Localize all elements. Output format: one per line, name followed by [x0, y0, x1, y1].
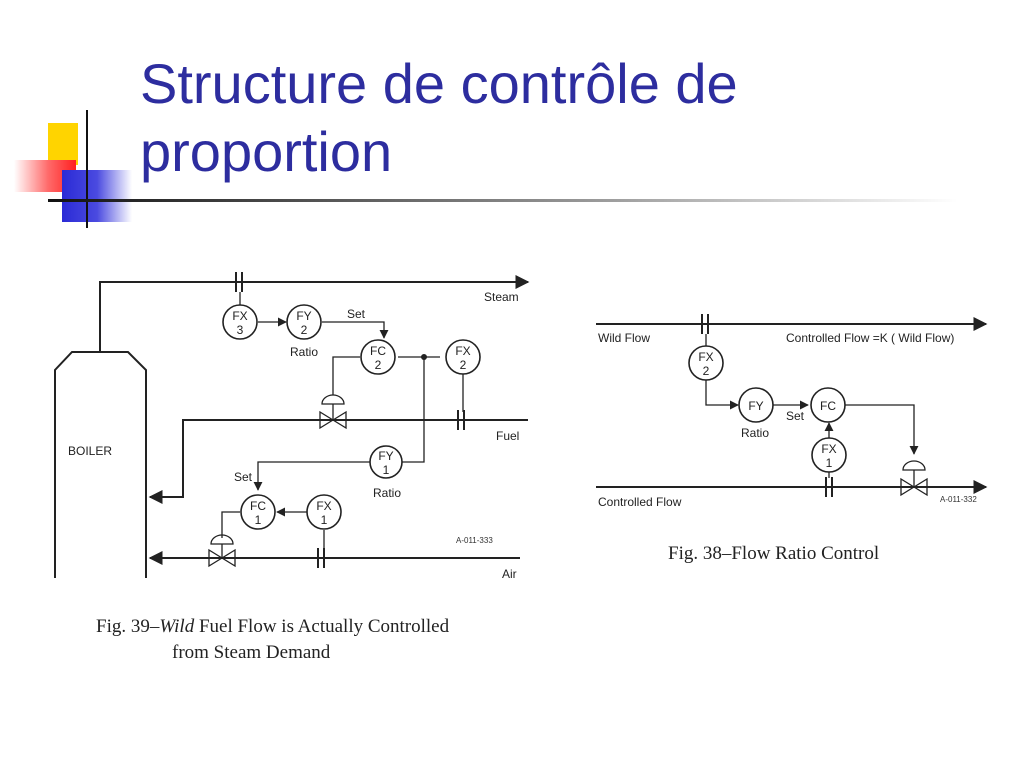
fc2-to-fuel-valve-line [332, 356, 360, 395]
slide-title-line-1: Structure de contrôle de [140, 52, 738, 115]
fx2-38-number: 2 [703, 364, 710, 378]
decor-blue-square [62, 170, 132, 222]
fx1-number: 1 [321, 513, 328, 527]
fc-instrument-38: FC [810, 387, 846, 423]
ratio-label-1: Ratio [290, 345, 318, 359]
fx3-instrument: FX 3 [222, 304, 258, 340]
fx2-instrument-38: FX 2 [688, 345, 724, 381]
fx1-instrument: FX 1 [306, 494, 342, 530]
fx2-number: 2 [460, 358, 467, 372]
fy-38-tag: FY [748, 399, 763, 413]
fy1-instrument: FY 1 [369, 445, 403, 479]
fy2-number: 2 [301, 323, 308, 337]
slide-title: Structure de contrôle de proportion [140, 50, 940, 186]
fy2-to-fc2-line [322, 321, 389, 339]
fx2-tag: FX [455, 344, 470, 358]
fuel-line [148, 419, 528, 504]
fig39-caption-rest: Fuel Flow is Actually Controlled [194, 616, 449, 637]
fx1-instrument-38: FX 1 [811, 437, 847, 473]
fig38-ref-code: A-011-332 [940, 495, 977, 504]
controlled-flow-k-label: Controlled Flow =K ( Wild Flow) [786, 331, 954, 345]
fc1-to-air-valve-line [221, 511, 240, 538]
fuel-control-valve [319, 394, 347, 430]
wild-flow-label: Wild Flow [598, 331, 650, 345]
fy1-number: 1 [383, 463, 390, 477]
fx2-38-tag: FX [698, 350, 713, 364]
fy1-to-fc1-line [253, 461, 370, 491]
fig39-caption-wild: Wild [159, 616, 194, 637]
air-label: Air [502, 567, 517, 581]
decor-vertical-line [86, 110, 88, 228]
steam-line [99, 275, 530, 352]
fig39-ref-code: A-011-333 [456, 536, 493, 545]
air-control-valve [208, 534, 236, 568]
fx2-to-fy-line [705, 380, 739, 410]
ratio-label-38: Ratio [741, 426, 769, 440]
steam-label: Steam [484, 290, 519, 304]
fc-38-tag: FC [820, 399, 836, 413]
controlled-flow-label: Controlled Flow [598, 495, 682, 509]
fx1-38-number: 1 [826, 456, 833, 470]
controlled-flow-valve [900, 460, 928, 497]
fig39-diagram: BOILER Steam Set Ratio Fuel Set [54, 272, 530, 663]
fc2-instrument: FC 2 [360, 339, 396, 375]
fx1-38-tag: FX [821, 442, 836, 456]
slide-title-line-2: proportion [140, 120, 393, 183]
fx3-tag: FX [232, 309, 247, 323]
set-label-38: Set [786, 409, 805, 423]
fig39-caption-line-2: from Steam Demand [172, 642, 331, 663]
fc1-tag: FC [250, 499, 266, 513]
fy2-tag: FY [296, 309, 311, 323]
set-label-1: Set [347, 307, 366, 321]
fc1-number: 1 [255, 513, 262, 527]
fx2-instrument: FX 2 [445, 339, 481, 375]
fig39-caption-line-1: Fig. 39–Wild Fuel Flow is Actually Contr… [96, 616, 450, 637]
fuel-label: Fuel [496, 429, 519, 443]
fc1-instrument: FC 1 [240, 494, 276, 530]
fig38-diagram: Wild Flow Controlled Flow =K ( Wild Flow… [596, 314, 988, 564]
fy-instrument-38: FY [738, 387, 774, 423]
fig39-caption-prefix: Fig. 39– [96, 616, 160, 637]
fx1-tag: FX [316, 499, 331, 513]
title-underline [48, 199, 958, 202]
boiler-vessel [54, 351, 147, 578]
fc2-tag: FC [370, 344, 386, 358]
fc-to-valve-line [845, 404, 919, 455]
boiler-label: BOILER [68, 444, 112, 458]
decor-yellow-square [48, 123, 78, 165]
fx2-to-fy1-line [402, 357, 425, 463]
fig38-caption: Fig. 38–Flow Ratio Control [668, 543, 879, 564]
fy2-instrument: FY 2 [286, 304, 322, 340]
fx3-number: 3 [237, 323, 244, 337]
fc2-number: 2 [375, 358, 382, 372]
ratio-label-2: Ratio [373, 486, 401, 500]
fy1-tag: FY [378, 449, 393, 463]
set-label-2: Set [234, 470, 253, 484]
